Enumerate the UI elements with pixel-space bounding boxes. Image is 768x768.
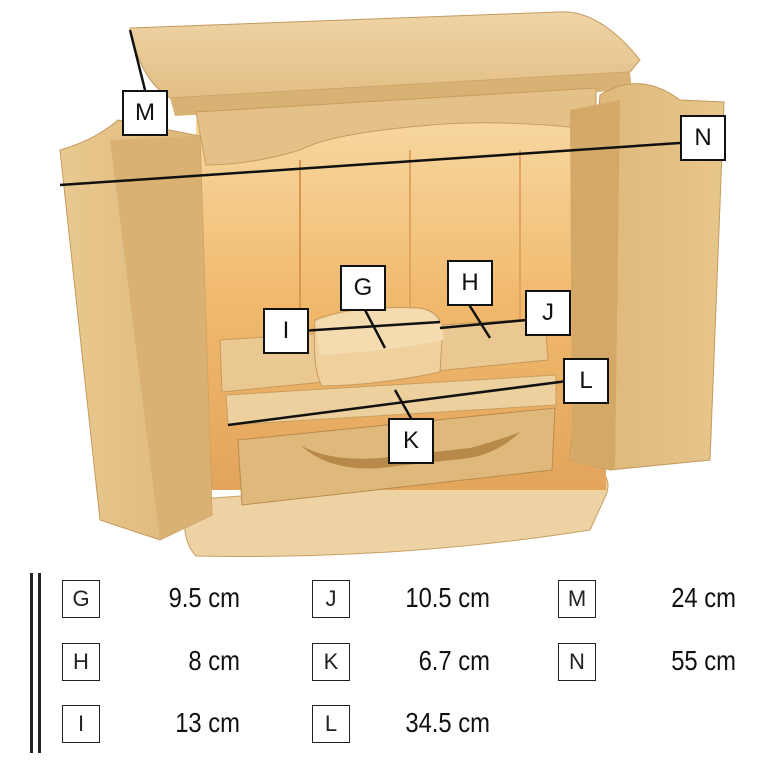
legend-key: N bbox=[558, 643, 596, 681]
legend-item-k: K 6.7 cm bbox=[312, 643, 502, 683]
legend-key: I bbox=[62, 705, 100, 743]
legend-value: 55 cm bbox=[671, 645, 736, 676]
measure-line-n bbox=[59, 138, 725, 187]
legend-value: 13 cm bbox=[175, 707, 240, 738]
legend-item-i: I 13 cm bbox=[62, 705, 252, 745]
callout-l: L bbox=[563, 358, 609, 404]
legend-value: 6.7 cm bbox=[418, 645, 490, 676]
callout-i: I bbox=[263, 308, 309, 354]
measure-line-h bbox=[466, 302, 492, 339]
legend-key: J bbox=[312, 580, 350, 618]
legend-rule bbox=[38, 573, 41, 753]
legend-key: G bbox=[62, 580, 100, 618]
legend-value: 8 cm bbox=[188, 645, 240, 676]
right-door-inner bbox=[570, 100, 620, 470]
legend-value: 10.5 cm bbox=[405, 582, 490, 613]
legend-item-n: N 55 cm bbox=[558, 643, 748, 683]
legend-item-g: G 9.5 cm bbox=[62, 580, 252, 620]
cabinet-diagram bbox=[59, 11, 725, 557]
callout-j: J bbox=[525, 290, 571, 336]
dimension-legend: G 9.5 cm H 8 cm I 13 cm J 10.5 cm K 6.7 … bbox=[0, 565, 768, 765]
measure-line-i bbox=[284, 320, 441, 334]
legend-key: K bbox=[312, 643, 350, 681]
measure-line-k bbox=[393, 389, 414, 421]
top-valance bbox=[195, 87, 597, 166]
legend-item-m: M 24 cm bbox=[558, 580, 748, 620]
legend-rule bbox=[30, 573, 33, 753]
callout-n: N bbox=[680, 115, 726, 161]
callout-k: K bbox=[388, 418, 434, 464]
lower-shelf bbox=[225, 374, 557, 426]
legend-key: L bbox=[312, 705, 350, 743]
callout-g: G bbox=[340, 265, 386, 311]
left-door-inner bbox=[110, 136, 212, 540]
legend-value: 9.5 cm bbox=[168, 582, 240, 613]
legend-item-j: J 10.5 cm bbox=[312, 580, 502, 620]
legend-item-h: H 8 cm bbox=[62, 643, 252, 683]
callout-h: H bbox=[447, 260, 493, 306]
legend-value: 34.5 cm bbox=[405, 707, 490, 738]
callout-m: M bbox=[122, 90, 168, 136]
center-pedestal-top bbox=[315, 308, 444, 355]
legend-item-l: L 34.5 cm bbox=[312, 705, 502, 745]
measure-line-g bbox=[363, 309, 387, 349]
drawer-handle-cutout bbox=[300, 432, 520, 469]
legend-key: M bbox=[558, 580, 596, 618]
legend-value: 24 cm bbox=[671, 582, 736, 613]
cabinet-base bbox=[183, 469, 609, 557]
cabinet-top bbox=[129, 11, 641, 99]
legend-key: H bbox=[62, 643, 100, 681]
cabinet-top-edge bbox=[170, 72, 632, 116]
